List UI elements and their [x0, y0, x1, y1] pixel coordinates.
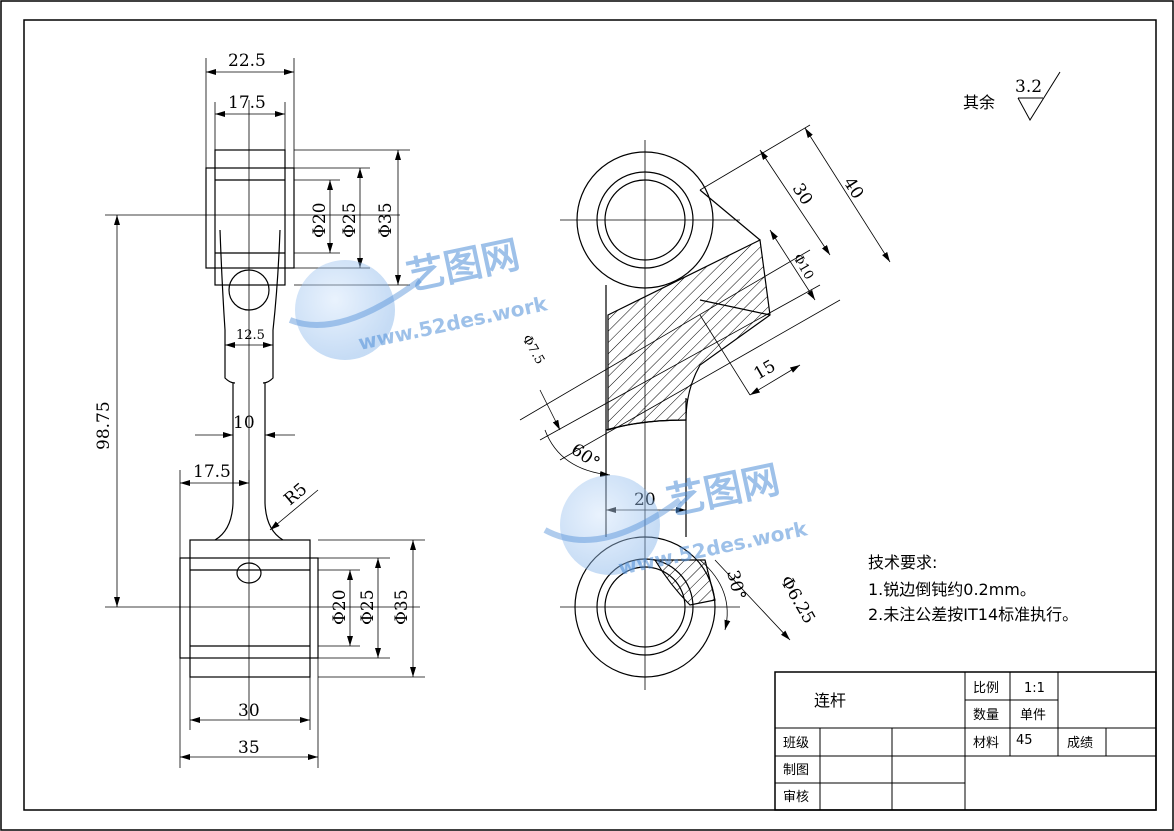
scale-value: 1:1 — [1024, 681, 1045, 696]
dim-98-75: 98.75 — [94, 401, 114, 450]
watermark-2: 艺图网 www.52des.work — [543, 457, 810, 580]
dim-r-phi7-5: Φ7.5 — [519, 333, 548, 368]
dim-30: 30 — [238, 701, 260, 721]
dim-phi20-top: Φ20 — [310, 202, 330, 238]
dim-r5: R5 — [280, 479, 311, 510]
left-centerlines — [105, 100, 420, 720]
qty-label: 数量 — [973, 708, 999, 723]
dim-phi25-bot: Φ25 — [358, 589, 378, 625]
right-centerlines — [519, 140, 841, 690]
tech-title: 技术要求: — [868, 553, 937, 572]
inner-frame — [23, 19, 1157, 811]
title-block — [774, 671, 1157, 811]
roughness-value: 3.2 — [1015, 77, 1042, 97]
left-dimensions — [114, 58, 425, 768]
dim-phi35-top: Φ35 — [376, 202, 396, 238]
tech-line-2: 2.未注公差按IT14标准执行。 — [868, 605, 1078, 624]
material-label: 材料 — [973, 736, 999, 751]
roughness-symbol-icon — [1017, 71, 1061, 121]
watermark-brand: 艺图网 — [403, 232, 524, 299]
dim-phi25-top: Φ25 — [340, 202, 360, 238]
dim-r-40: 40 — [839, 174, 868, 203]
watermark-1: 艺图网 www.52des.work — [288, 232, 550, 360]
grade-label: 成绩 — [1067, 736, 1093, 751]
dim-35: 35 — [238, 738, 260, 758]
dim-r-phi6-25: Φ6.25 — [776, 573, 819, 628]
dim-r-30deg: 30° — [722, 568, 749, 602]
tech-line-1: 1.锐边倒钝约0.2mm。 — [868, 580, 1036, 599]
qty-value: 单件 — [1020, 708, 1046, 723]
dim-12-5: 12.5 — [236, 328, 265, 343]
watermark-brand: 艺图网 — [663, 457, 784, 524]
dim-10: 10 — [233, 413, 255, 433]
dim-phi35-bot: Φ35 — [392, 589, 412, 625]
dim-22-5: 22.5 — [228, 51, 266, 71]
material-value: 45 — [1016, 733, 1033, 748]
class-label: 班级 — [783, 736, 809, 751]
roughness-label: 其余 — [963, 93, 995, 112]
drawn-label: 制图 — [783, 763, 809, 778]
dim-17-5-top: 17.5 — [228, 93, 266, 113]
dim-r-30: 30 — [788, 180, 817, 209]
part-name: 连杆 — [814, 691, 846, 710]
dim-r-60: 60° — [567, 440, 603, 474]
check-label: 审核 — [783, 790, 809, 805]
dim-17-5-bot: 17.5 — [193, 462, 231, 482]
dim-phi20-bot: Φ20 — [330, 589, 350, 625]
scale-label: 比例 — [973, 681, 999, 696]
